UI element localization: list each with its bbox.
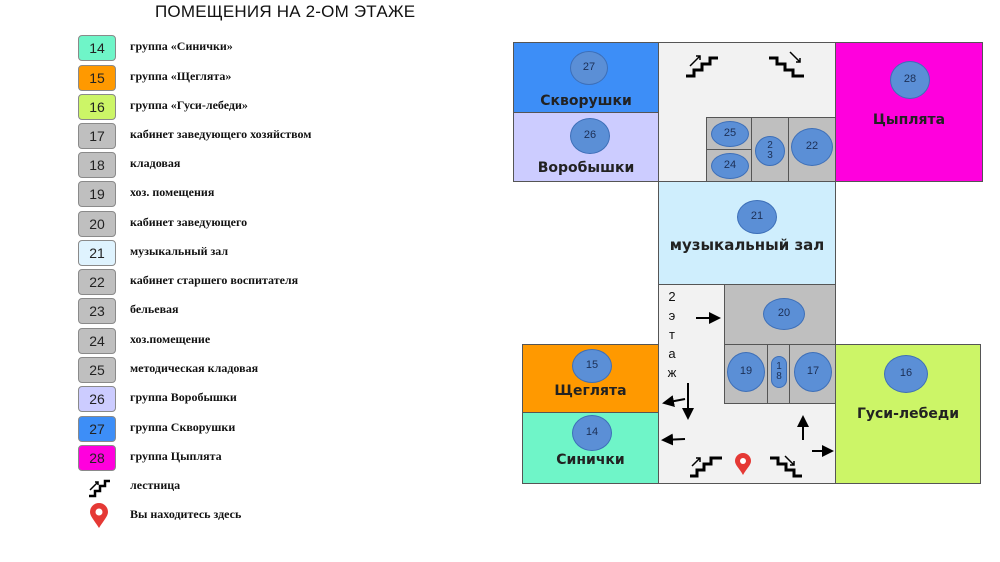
room-number: 21: [737, 200, 777, 234]
legend-item: 28 группа Цыплята: [78, 445, 438, 471]
room-number: 15: [572, 349, 612, 383]
legend-label: группа Цыплята: [130, 449, 222, 463]
legend-item: 16 группа «Гуси-лебеди»: [78, 94, 438, 120]
room-number: 26: [570, 118, 610, 154]
legend-item-here: Вы находитесь здесь: [78, 503, 438, 529]
legend-swatch: 24: [78, 328, 116, 354]
room-tsyplyata: 28 Цыплята: [835, 42, 983, 182]
room-label: Скворушки: [540, 93, 632, 109]
room-vorobyshki: 26 Воробышки: [513, 112, 659, 182]
legend-item: 17 кабинет заведующего хозяйством: [78, 123, 438, 149]
legend-swatch: 22: [78, 269, 116, 295]
legend-label: хоз. помещения: [130, 185, 215, 199]
room-label: Цыплята: [872, 112, 946, 128]
room-number: 20: [763, 298, 805, 330]
page-title: ПОМЕЩЕНИЯ НА 2-ОМ ЭТАЖЕ: [155, 2, 416, 21]
room-number: 27: [570, 51, 608, 85]
legend-swatch: 28: [78, 445, 116, 471]
room-number: 22: [791, 128, 833, 166]
legend-label: методическая кладовая: [130, 361, 259, 375]
room-number: 19: [727, 352, 765, 392]
room-number: 16: [884, 355, 928, 393]
legend-item: 14 группа «Синички»: [78, 35, 438, 61]
room-label: музыкальный зал: [669, 236, 825, 254]
legend-swatch: 27: [78, 416, 116, 442]
legend-label: кабинет заведующего: [130, 215, 248, 229]
room-number: 24: [711, 153, 749, 179]
legend-item: 20 кабинет заведующего: [78, 211, 438, 237]
legend-label: Вы находитесь здесь: [130, 507, 242, 521]
arrow-icon: [661, 433, 686, 446]
legend-swatch: 21: [78, 240, 116, 266]
floor-label: 2 э т а ж: [667, 289, 677, 380]
legend-item: 22 кабинет старшего воспитателя: [78, 269, 438, 295]
legend-item: 26 группа Воробышки: [78, 386, 438, 412]
stairs-icon: [89, 479, 110, 498]
legend-swatch: 15: [78, 65, 116, 91]
legend-swatch: 20: [78, 211, 116, 237]
legend-swatch: 16: [78, 94, 116, 120]
legend-item: 25 методическая кладовая: [78, 357, 438, 383]
room-sinichki: 14 Синички: [522, 412, 659, 484]
legend-swatch: 25: [78, 357, 116, 383]
legend-item: 15 группа «Щеглята»: [78, 65, 438, 91]
legend-label: группа Скворушки: [130, 420, 236, 434]
location-pin-icon: [90, 503, 108, 528]
legend-label: группа Воробышки: [130, 390, 237, 404]
legend-item: 18 кладовая: [78, 152, 438, 178]
legend-label: бельевая: [130, 302, 179, 316]
legend-label: хоз.помещение: [130, 332, 211, 346]
legend-item: 21 музыкальный зал: [78, 240, 438, 266]
room-label: Щеглята: [554, 383, 627, 399]
room-number: 14: [572, 415, 612, 451]
room-number: 17: [794, 352, 832, 392]
room-24: 24: [706, 149, 752, 182]
room-20: 20: [724, 284, 836, 345]
arrow-icon: [662, 395, 686, 408]
room-gusi-lebedi: 16 Гуси-лебеди: [835, 344, 981, 484]
room-shcheglyata: 15 Щеглята: [522, 344, 659, 413]
legend-item: 24 хоз.помещение: [78, 328, 438, 354]
stairs-icon: [686, 55, 718, 78]
room-23: 2 3: [751, 117, 789, 182]
legend-swatch: 23: [78, 298, 116, 324]
legend-label: группа «Щеглята»: [130, 69, 232, 83]
legend-label: группа «Гуси-лебеди»: [130, 98, 248, 112]
legend-item: 19 хоз. помещения: [78, 181, 438, 207]
room-number: 28: [890, 61, 930, 99]
legend-swatch: 18: [78, 152, 116, 178]
room-17: 17: [789, 344, 836, 404]
room-number: 2 3: [755, 136, 785, 166]
legend-label: кабинет заведующего хозяйством: [130, 127, 312, 141]
legend-swatch: 19: [78, 181, 116, 207]
room-number: 1 8: [771, 356, 787, 388]
legend-swatch: 14: [78, 35, 116, 61]
stairs-icon: [769, 51, 804, 78]
room-25: 25: [706, 117, 752, 150]
stairs-icon: [770, 455, 802, 478]
room-18: 1 8: [767, 344, 790, 404]
legend-label: группа «Синички»: [130, 39, 233, 53]
location-pin-icon: [735, 453, 751, 475]
room-music-hall: 21 музыкальный зал: [658, 181, 836, 285]
legend-item: 23 бельевая: [78, 298, 438, 324]
stairs-icon: [690, 456, 722, 478]
legend-label: лестница: [130, 478, 181, 492]
room-skvorushki: 27 Скворушки: [513, 42, 659, 113]
room-label: Воробышки: [537, 160, 635, 176]
legend-label: кладовая: [130, 156, 181, 170]
legend-swatch: 26: [78, 386, 116, 412]
room-label: Синички: [556, 452, 625, 468]
legend-label: кабинет старшего воспитателя: [130, 273, 299, 287]
legend-item: 27 группа Скворушки: [78, 416, 438, 442]
legend-item-stairs: лестница: [78, 474, 438, 500]
room-label: Гуси-лебеди: [856, 406, 960, 422]
legend-label: музыкальный зал: [130, 244, 229, 258]
legend-swatch: 17: [78, 123, 116, 149]
room-number: 25: [711, 121, 749, 147]
